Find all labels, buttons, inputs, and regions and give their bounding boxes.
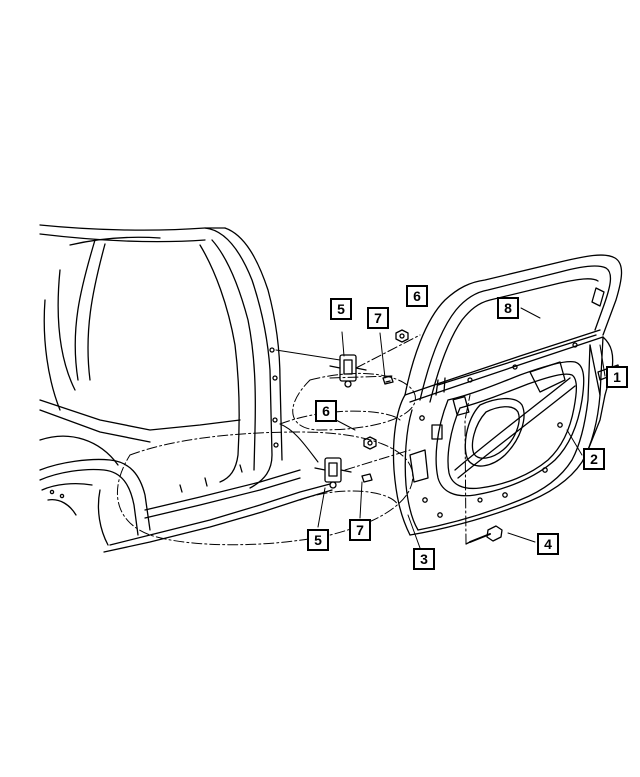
callout-7-upper: 7	[367, 307, 389, 329]
callout-4: 4	[537, 533, 559, 555]
callout-6-lower: 6	[315, 400, 337, 422]
alignment-lines	[116, 334, 471, 546]
callout-3: 3	[413, 548, 435, 570]
callout-5-lower: 5	[307, 529, 329, 551]
vehicle-body	[39, 224, 333, 553]
callout-1: 1	[606, 366, 628, 388]
rear-door	[392, 254, 623, 536]
lower-hinge	[279, 423, 352, 489]
leader-lines	[317, 307, 606, 549]
callout-6-upper: 6	[406, 285, 428, 307]
callout-8: 8	[497, 297, 519, 319]
upper-hinge	[275, 349, 367, 388]
callout-5-upper: 5	[330, 298, 352, 320]
callout-2: 2	[583, 448, 605, 470]
callout-7-lower: 7	[349, 519, 371, 541]
